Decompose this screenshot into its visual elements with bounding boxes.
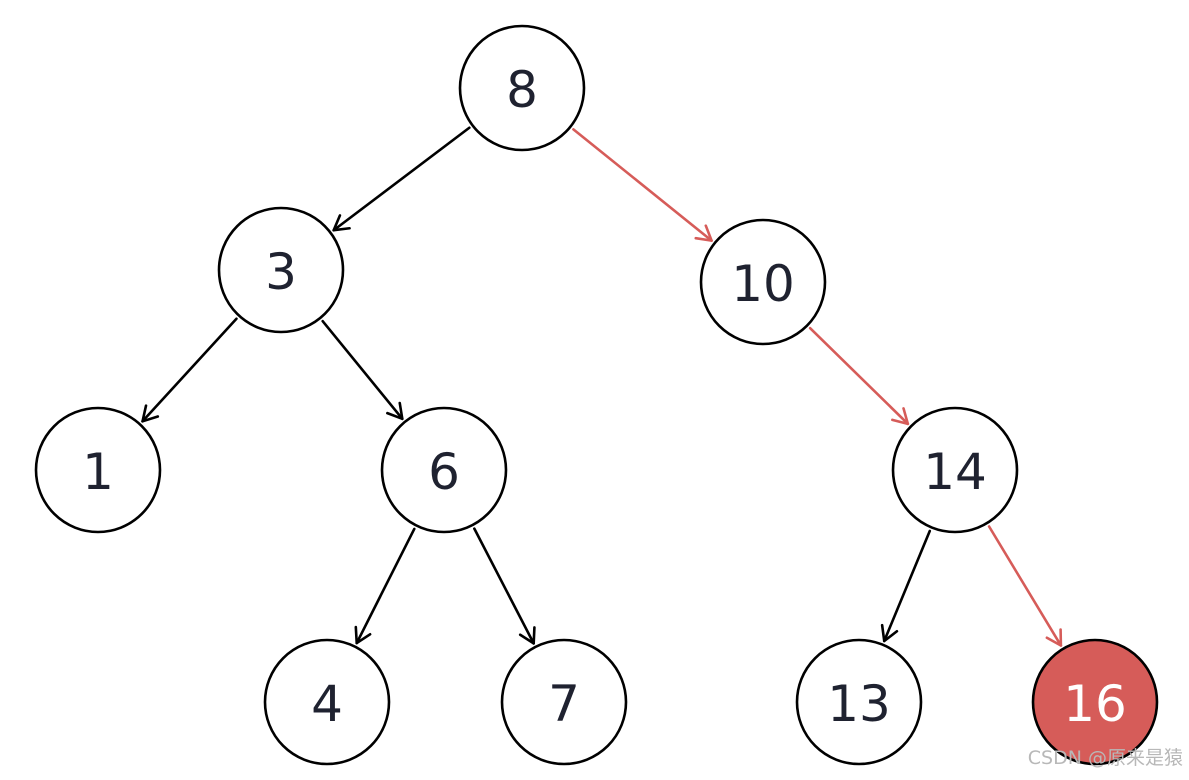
edge-n10-n14	[808, 326, 910, 426]
node-circle	[263, 638, 391, 766]
edge-n14-n16	[987, 525, 1063, 647]
edge-line	[321, 319, 404, 421]
edge-line	[473, 527, 535, 645]
node-label: 8	[506, 61, 538, 119]
arrowhead-icon	[354, 625, 372, 645]
node-label: 10	[731, 255, 795, 313]
node-circle	[217, 206, 345, 334]
node-label: 1	[82, 443, 114, 501]
edge-line	[332, 126, 471, 232]
node-circle	[699, 218, 827, 346]
tree-node-8: 8	[458, 24, 586, 152]
edge-line	[355, 527, 416, 645]
edge-line	[987, 525, 1063, 647]
arrowhead-icon	[518, 626, 536, 645]
node-label: 13	[827, 675, 891, 733]
node-circle	[795, 638, 923, 766]
arrowhead-icon	[386, 401, 404, 421]
edges-layer	[141, 126, 1063, 647]
arrowhead-icon	[880, 623, 899, 643]
edge-n6-n7	[473, 527, 536, 645]
tree-node-16: 16	[1031, 638, 1159, 766]
tree-node-6: 6	[380, 406, 508, 534]
tree-node-7: 7	[500, 638, 628, 766]
tree-node-3: 3	[217, 206, 345, 334]
tree-node-13: 13	[795, 638, 923, 766]
arrowhead-icon	[694, 224, 713, 242]
node-label: 6	[428, 443, 460, 501]
node-circle	[380, 406, 508, 534]
node-label: 3	[265, 243, 297, 301]
arrowhead-icon	[332, 214, 351, 232]
node-label: 16	[1063, 675, 1127, 733]
edge-n3-n1	[141, 317, 238, 423]
node-circle	[1031, 638, 1159, 766]
edge-n3-n6	[321, 319, 404, 421]
edge-line	[882, 529, 932, 643]
node-label: 7	[548, 675, 580, 733]
tree-node-14: 14	[891, 406, 1019, 534]
edge-line	[808, 326, 910, 426]
watermark: CSDN @原来是猿	[1027, 747, 1183, 769]
node-circle	[891, 406, 1019, 534]
tree-node-10: 10	[699, 218, 827, 346]
tree-node-1: 1	[34, 406, 162, 534]
arrowhead-icon	[1045, 628, 1063, 647]
edge-n6-n4	[354, 527, 416, 645]
arrowhead-icon	[141, 404, 160, 423]
edge-line	[572, 128, 713, 242]
edge-line	[141, 317, 238, 423]
edge-n14-n13	[880, 529, 932, 643]
tree-node-4: 4	[263, 638, 391, 766]
node-circle	[500, 638, 628, 766]
edge-n8-n3	[332, 126, 471, 232]
node-circle	[458, 24, 586, 152]
node-label: 14	[923, 443, 987, 501]
arrowhead-icon	[891, 407, 910, 426]
edge-n8-n10	[572, 128, 713, 242]
node-circle	[34, 406, 162, 534]
node-label: 4	[311, 675, 343, 733]
